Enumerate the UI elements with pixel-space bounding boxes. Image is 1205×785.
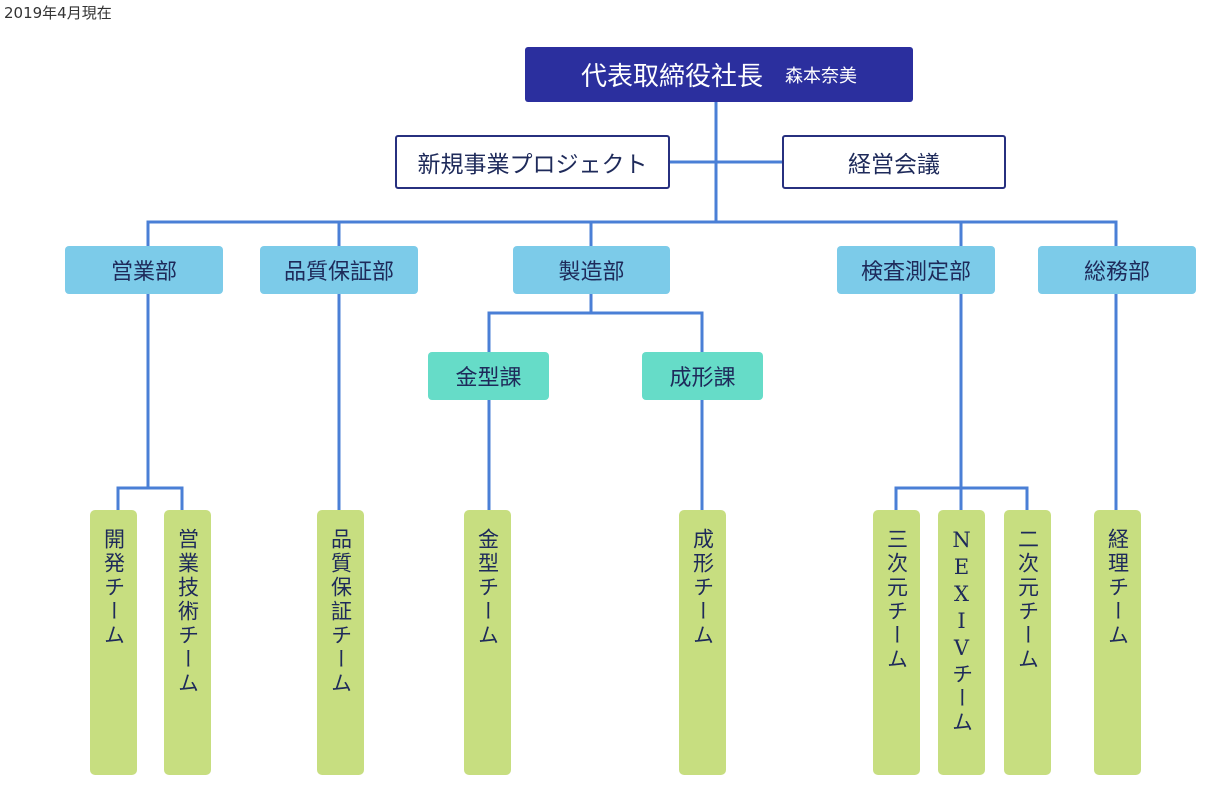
team-molding: 成形チーム [679, 510, 726, 775]
dept-inspection: 検査測定部 [837, 246, 995, 294]
ceo-box: 代表取締役社長 森本奈美 [525, 47, 913, 102]
as-of-date: 2019年4月現在 [4, 4, 112, 22]
new-business-project-box: 新規事業プロジェクト [395, 135, 670, 189]
team-sales-engineering: 営業技術チーム [164, 510, 211, 775]
ceo-name: 森本奈美 [785, 65, 857, 87]
ceo-title: 代表取締役社長 [580, 62, 763, 92]
team-label: 成形チーム [690, 528, 715, 648]
dept-sales: 営業部 [65, 246, 223, 294]
dept-general-affairs: 総務部 [1038, 246, 1196, 294]
section-mold: 金型課 [428, 352, 549, 400]
team-accounting: 経理チーム [1094, 510, 1141, 775]
team-mold: 金型チーム [464, 510, 511, 775]
team-3d: 三次元チーム [873, 510, 920, 775]
team-2d: 二次元チーム [1004, 510, 1051, 775]
team-development: 開発チーム [90, 510, 137, 775]
team-label: 品質保証チーム [328, 528, 353, 696]
team-label: 金型チーム [475, 528, 500, 648]
team-label: 三次元チーム [884, 528, 909, 672]
management-meeting-box: 経営会議 [782, 135, 1006, 189]
dept-quality-assurance: 品質保証部 [260, 246, 418, 294]
team-label: NEXIVチーム [949, 528, 974, 735]
team-quality-assurance: 品質保証チーム [317, 510, 364, 775]
team-label: 営業技術チーム [175, 528, 200, 696]
dept-manufacturing: 製造部 [513, 246, 670, 294]
team-label: 経理チーム [1105, 528, 1130, 648]
team-label: 二次元チーム [1015, 528, 1040, 672]
team-nexiv: NEXIVチーム [938, 510, 985, 775]
section-molding: 成形課 [642, 352, 763, 400]
team-label: 開発チーム [101, 528, 126, 648]
